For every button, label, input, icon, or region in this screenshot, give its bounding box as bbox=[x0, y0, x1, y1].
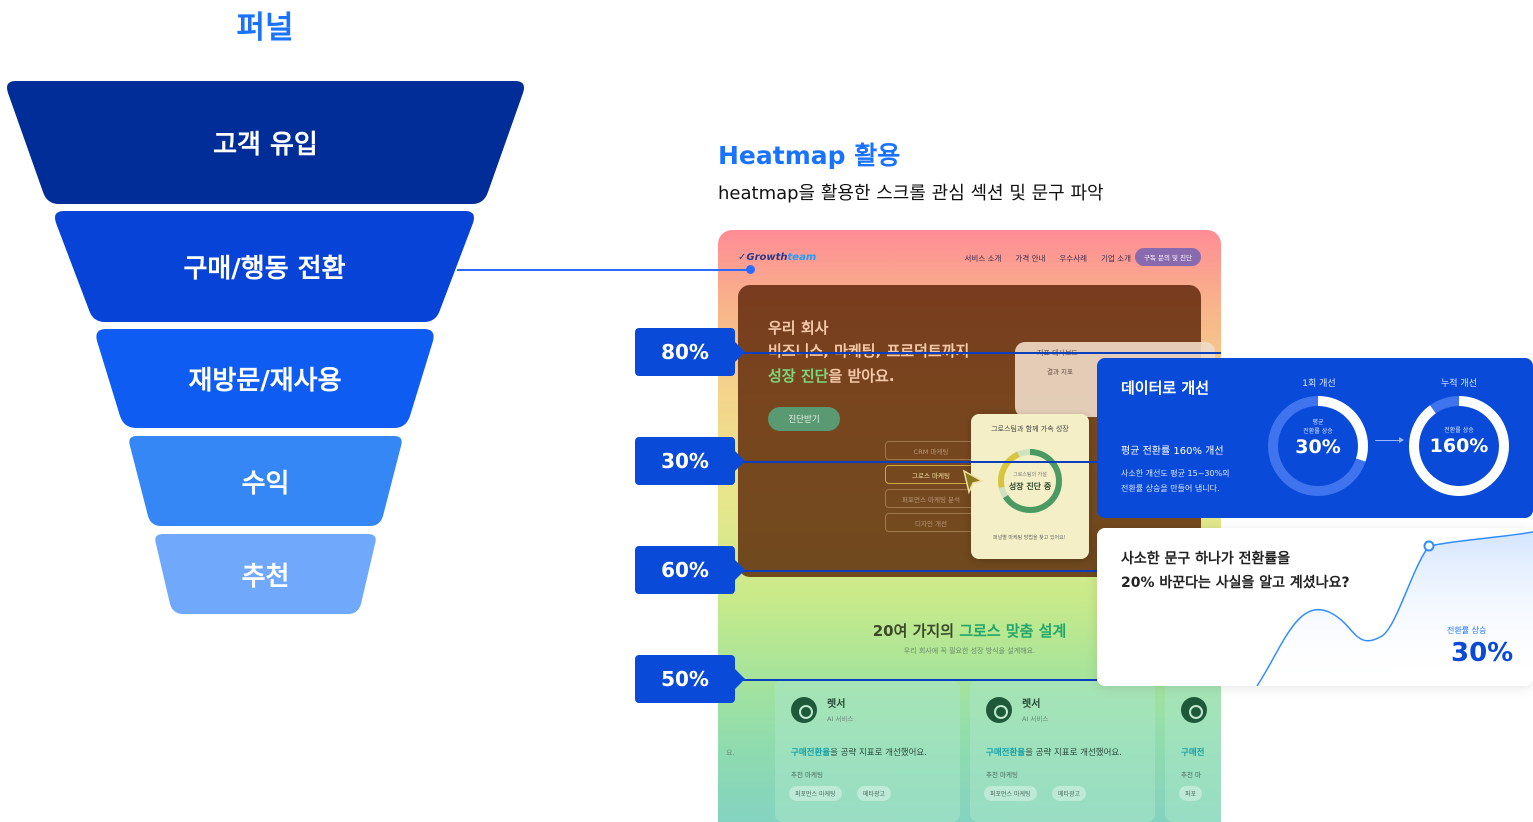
funnel-layer-label: 구매/행동 전환 bbox=[183, 254, 346, 284]
site-nav-item[interactable]: 우수사례 bbox=[1059, 254, 1088, 263]
hero-line3: 성장 진단을 받아요. bbox=[768, 367, 895, 385]
heatmap-title: Heatmap 활용 bbox=[718, 141, 901, 170]
site-nav-item[interactable]: 서비스 소개 bbox=[964, 254, 1002, 263]
quote-line1: 사소한 문구 하나가 전환률을 bbox=[1121, 551, 1291, 567]
ring-value: 160% bbox=[1429, 435, 1489, 457]
service-card[interactable]: 구매전 추천 마 퍼포 bbox=[1165, 680, 1221, 822]
scroll-percent-badge: 50% bbox=[635, 655, 745, 703]
funnel-layer-label: 추천 bbox=[241, 561, 290, 592]
service-category: 추천 마케팅 bbox=[986, 771, 1018, 779]
stat-label: 전환률 상승 bbox=[1447, 626, 1487, 635]
quote-line2: 20% 바꾼다는 사실을 알고 계셨나요? bbox=[1121, 575, 1350, 591]
service-desc: 구매전환율을 공략 지표로 개선했어요. bbox=[986, 748, 1122, 758]
ring-chart-2 bbox=[1409, 396, 1509, 496]
section-subtitle: 우리 회사에 꼭 필요한 성장 방식을 설계해요. bbox=[903, 647, 1036, 655]
arrow-right-icon bbox=[1375, 437, 1404, 443]
ring-label: 누적 개선 bbox=[1441, 379, 1477, 389]
hero-diagnose-button[interactable]: 진단받기 bbox=[768, 407, 840, 431]
cursor-icon bbox=[962, 469, 984, 495]
service-name: 렛서 bbox=[827, 699, 846, 710]
section-title: 20여 가지의 그로스 맞춤 설계 bbox=[872, 622, 1067, 640]
growth-mini-card: 그로스팀과 함께 가속 성장 그로스팀의 가설 성장 진단 중 퍼널별 마케팅 … bbox=[971, 414, 1089, 559]
heatmap-subtitle: heatmap을 활용한 스크롤 관심 섹션 및 문구 파악 bbox=[718, 183, 1104, 204]
ring-text-2: 전환률 상승 160% bbox=[1409, 426, 1509, 457]
ring-text-1: 평균 전환률 상승 30% bbox=[1268, 418, 1368, 458]
service-chip: 메타광고 bbox=[857, 786, 892, 801]
service-card[interactable]: 렛서 AI 서비스 구매전환율을 공략 지표로 개선했어요. 추천 마케팅 퍼포… bbox=[970, 680, 1155, 822]
data-improvement-card: 데이터로 개선 평균 전환률 160% 개선 사소한 개선도 평균 15~30%… bbox=[1097, 358, 1533, 518]
funnel-layer-revenue: 수익 bbox=[127, 436, 404, 526]
funnel-layer-acquisition: 고객 유입 bbox=[4, 81, 527, 204]
funnel-layer-label: 재방문/재사용 bbox=[188, 366, 342, 396]
ring-caption: 전환률 상승 bbox=[1444, 427, 1474, 434]
progress-ring-icon bbox=[998, 449, 1062, 513]
funnel-layer-referral: 추천 bbox=[153, 534, 378, 614]
service-desc: 구매전 bbox=[1181, 748, 1205, 758]
copy-impact-card: 사소한 문구 하나가 전환률을 20% 바꾼다는 사실을 알고 계셨나요? 전환… bbox=[1097, 528, 1533, 686]
service-category: 추천 마 bbox=[1181, 771, 1202, 779]
dashboard-row: 결과 지표 bbox=[1047, 368, 1073, 376]
badge-line bbox=[735, 679, 1097, 681]
ring-label: 1회 개선 bbox=[1302, 379, 1336, 389]
stat-value: 30% bbox=[1451, 638, 1514, 668]
ring-chart-1 bbox=[1268, 396, 1368, 496]
service-logo-icon bbox=[986, 697, 1012, 723]
hero-line1: 우리 회사 bbox=[768, 319, 829, 337]
service-desc: 구매전환율을 공략 지표로 개선했어요. bbox=[791, 748, 927, 758]
hero-line2: 비즈니스, 마케팅, 프로덕트까지 bbox=[768, 342, 970, 360]
data-card-subtitle: 평균 전환률 160% 개선 bbox=[1121, 446, 1224, 457]
funnel-layer-conversion: 구매/행동 전환 bbox=[52, 211, 477, 322]
ring-value: 30% bbox=[1295, 436, 1341, 458]
data-card-desc: 전환률 상승을 만들어 냅니다. bbox=[1121, 484, 1220, 493]
mini-card-caption: 그로스팀의 가설 bbox=[1013, 472, 1047, 478]
service-chip: 퍼포먼스 마케팅 bbox=[789, 786, 842, 801]
service-chip: 퍼포 bbox=[1179, 786, 1203, 801]
data-card-desc: 사소한 개선도 평균 15~30%의 bbox=[1121, 469, 1230, 478]
ring-caption: 평균 전환률 상승 bbox=[1303, 419, 1333, 435]
funnel-connector-line bbox=[457, 269, 750, 271]
service-category: 추천 마케팅 bbox=[791, 771, 823, 779]
funnel-connector-dot bbox=[746, 265, 755, 274]
service-logo-icon bbox=[1181, 697, 1207, 723]
heatmap-screenshot: ✓Growthteam 서비스 소개 가격 안내 우수사례 기업 소개 구독 문… bbox=[718, 230, 1221, 822]
funnel-title: 퍼널 bbox=[236, 10, 294, 46]
site-logo[interactable]: ✓Growthteam bbox=[738, 252, 817, 263]
site-cta-button[interactable]: 구독 문의 및 진단 bbox=[1134, 248, 1201, 266]
funnel-layer-retention: 재방문/재사용 bbox=[94, 329, 436, 428]
service-card[interactable]: 렛서 AI 서비스 구매전환율을 공략 지표로 개선했어요. 추천 마케팅 퍼포… bbox=[775, 680, 960, 822]
mini-card-title: 그로스팀과 함께 가속 성장 bbox=[991, 425, 1069, 433]
badge-line bbox=[735, 352, 1221, 354]
hero-list-item[interactable]: 디자인 개선 bbox=[885, 513, 977, 532]
service-name: 렛서 bbox=[1022, 699, 1041, 710]
service-chip: 메타광고 bbox=[1052, 786, 1087, 801]
service-tag: AI 서비스 bbox=[1022, 715, 1049, 723]
service-logo-icon bbox=[791, 697, 817, 723]
scroll-percent-badge: 60% bbox=[635, 546, 745, 594]
hero-list-item[interactable]: CRM 마케팅 bbox=[885, 441, 977, 460]
site-nav-item[interactable]: 가격 안내 bbox=[1015, 254, 1046, 263]
funnel-layer-label: 수익 bbox=[241, 468, 290, 499]
funnel-layer-label: 고객 유입 bbox=[213, 130, 318, 160]
mini-card-status: 성장 진단 중 bbox=[1008, 482, 1052, 491]
site-nav-item[interactable]: 기업 소개 bbox=[1101, 254, 1131, 263]
site-navbar: ✓Growthteam 서비스 소개 가격 안내 우수사례 기업 소개 구독 문… bbox=[718, 230, 1221, 282]
service-tag: AI 서비스 bbox=[827, 715, 854, 723]
data-card-title: 데이터로 개선 bbox=[1121, 379, 1210, 397]
badge-line bbox=[735, 461, 1097, 463]
scroll-percent-badge: 80% bbox=[635, 328, 745, 376]
service-chip: 퍼포먼스 마케팅 bbox=[984, 786, 1037, 801]
scroll-percent-badge: 30% bbox=[635, 437, 745, 485]
cut-text: 요. bbox=[726, 749, 735, 757]
mini-card-footer: 퍼널별 마케팅 방법을 찾고 있어요! bbox=[993, 535, 1066, 541]
badge-line bbox=[735, 570, 1097, 572]
growth-line-chart bbox=[1256, 531, 1533, 686]
